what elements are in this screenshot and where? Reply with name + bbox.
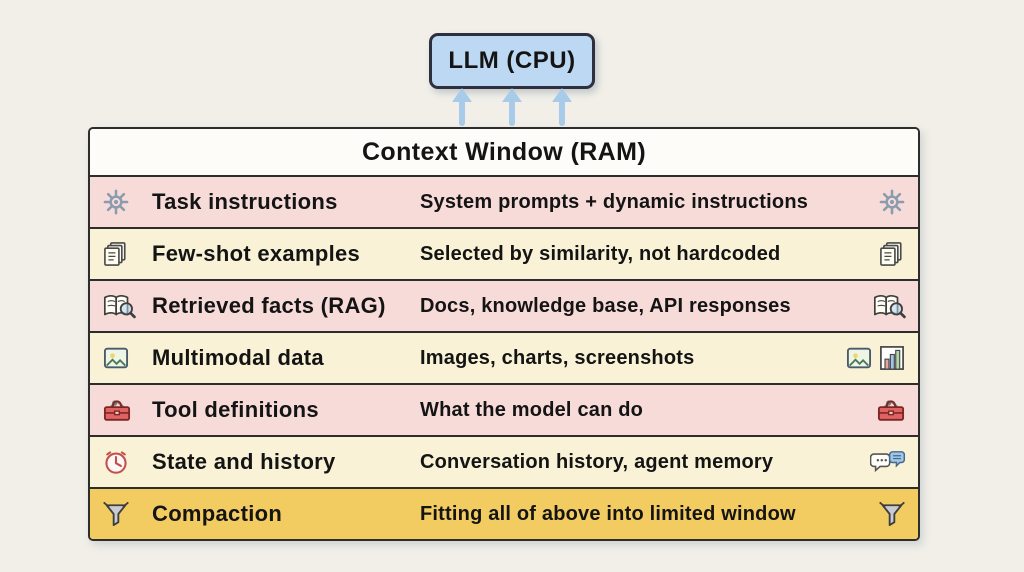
funnel-icon: [102, 500, 130, 528]
row-description: Fitting all of above into limited window: [420, 502, 796, 525]
funnel-icon: [878, 500, 906, 528]
documents-icon: [102, 240, 130, 268]
table-header-label: Context Window (RAM): [361, 137, 647, 166]
row-label: Task instructions: [152, 189, 338, 214]
context-window-table: Context Window (RAM) Task instructions S…: [88, 127, 920, 541]
right-icon-cell: [830, 240, 918, 268]
table-row: Compaction Fitting all of above into lim…: [90, 487, 918, 539]
table-row: Multimodal data Images, charts, screensh…: [90, 331, 918, 383]
row-label: Retrieved facts (RAG): [152, 293, 386, 318]
row-description: Conversation history, agent memory: [420, 450, 774, 473]
right-icon-cell: [830, 188, 918, 216]
row-label: Few-shot examples: [152, 241, 361, 266]
row-description: Docs, knowledge base, API responses: [420, 294, 791, 317]
clock-icon: [102, 448, 130, 476]
right-icon-cell: [830, 500, 918, 528]
book-search-icon: [872, 292, 906, 320]
left-icon-cell: [90, 344, 152, 372]
table-header: Context Window (RAM): [90, 129, 918, 175]
documents-icon: [878, 240, 906, 268]
book-search-icon: [102, 292, 136, 320]
row-label: Multimodal data: [152, 345, 324, 370]
table-row: Tool definitions What the model can do: [90, 383, 918, 435]
row-label: Compaction: [152, 501, 283, 526]
row-description: What the model can do: [420, 398, 644, 421]
table-row: Retrieved facts (RAG) Docs, knowledge ba…: [90, 279, 918, 331]
table-row: State and history Conversation history, …: [90, 435, 918, 487]
left-icon-cell: [90, 396, 152, 424]
llm-cpu-label: LLM (CPU): [448, 47, 576, 74]
left-icon-cell: [90, 240, 152, 268]
right-icon-cell: [830, 449, 918, 476]
left-icon-cell: [90, 448, 152, 476]
speech-bubbles-icon: [870, 449, 906, 476]
left-icon-cell: [90, 500, 152, 528]
table-row: Task instructions System prompts + dynam…: [90, 175, 918, 227]
right-icon-cell: [830, 344, 918, 372]
left-icon-cell: [90, 292, 152, 320]
toolbox-icon: [876, 396, 906, 424]
row-label: State and history: [152, 449, 336, 474]
gear-icon: [878, 188, 906, 216]
image-icon: [845, 344, 873, 372]
toolbox-icon: [102, 396, 132, 424]
upward-arrows: [452, 88, 572, 126]
row-description: Selected by similarity, not hardcoded: [420, 242, 781, 265]
gear-icon: [102, 188, 130, 216]
table-row: Few-shot examples Selected by similarity…: [90, 227, 918, 279]
llm-cpu-box: LLM (CPU): [429, 33, 595, 89]
right-icon-cell: [830, 396, 918, 424]
row-description: System prompts + dynamic instructions: [420, 190, 809, 213]
row-label: Tool definitions: [152, 397, 319, 422]
bar-chart-icon: [878, 344, 906, 372]
right-icon-cell: [830, 292, 918, 320]
row-description: Images, charts, screenshots: [420, 346, 695, 369]
left-icon-cell: [90, 188, 152, 216]
image-icon: [102, 344, 130, 372]
